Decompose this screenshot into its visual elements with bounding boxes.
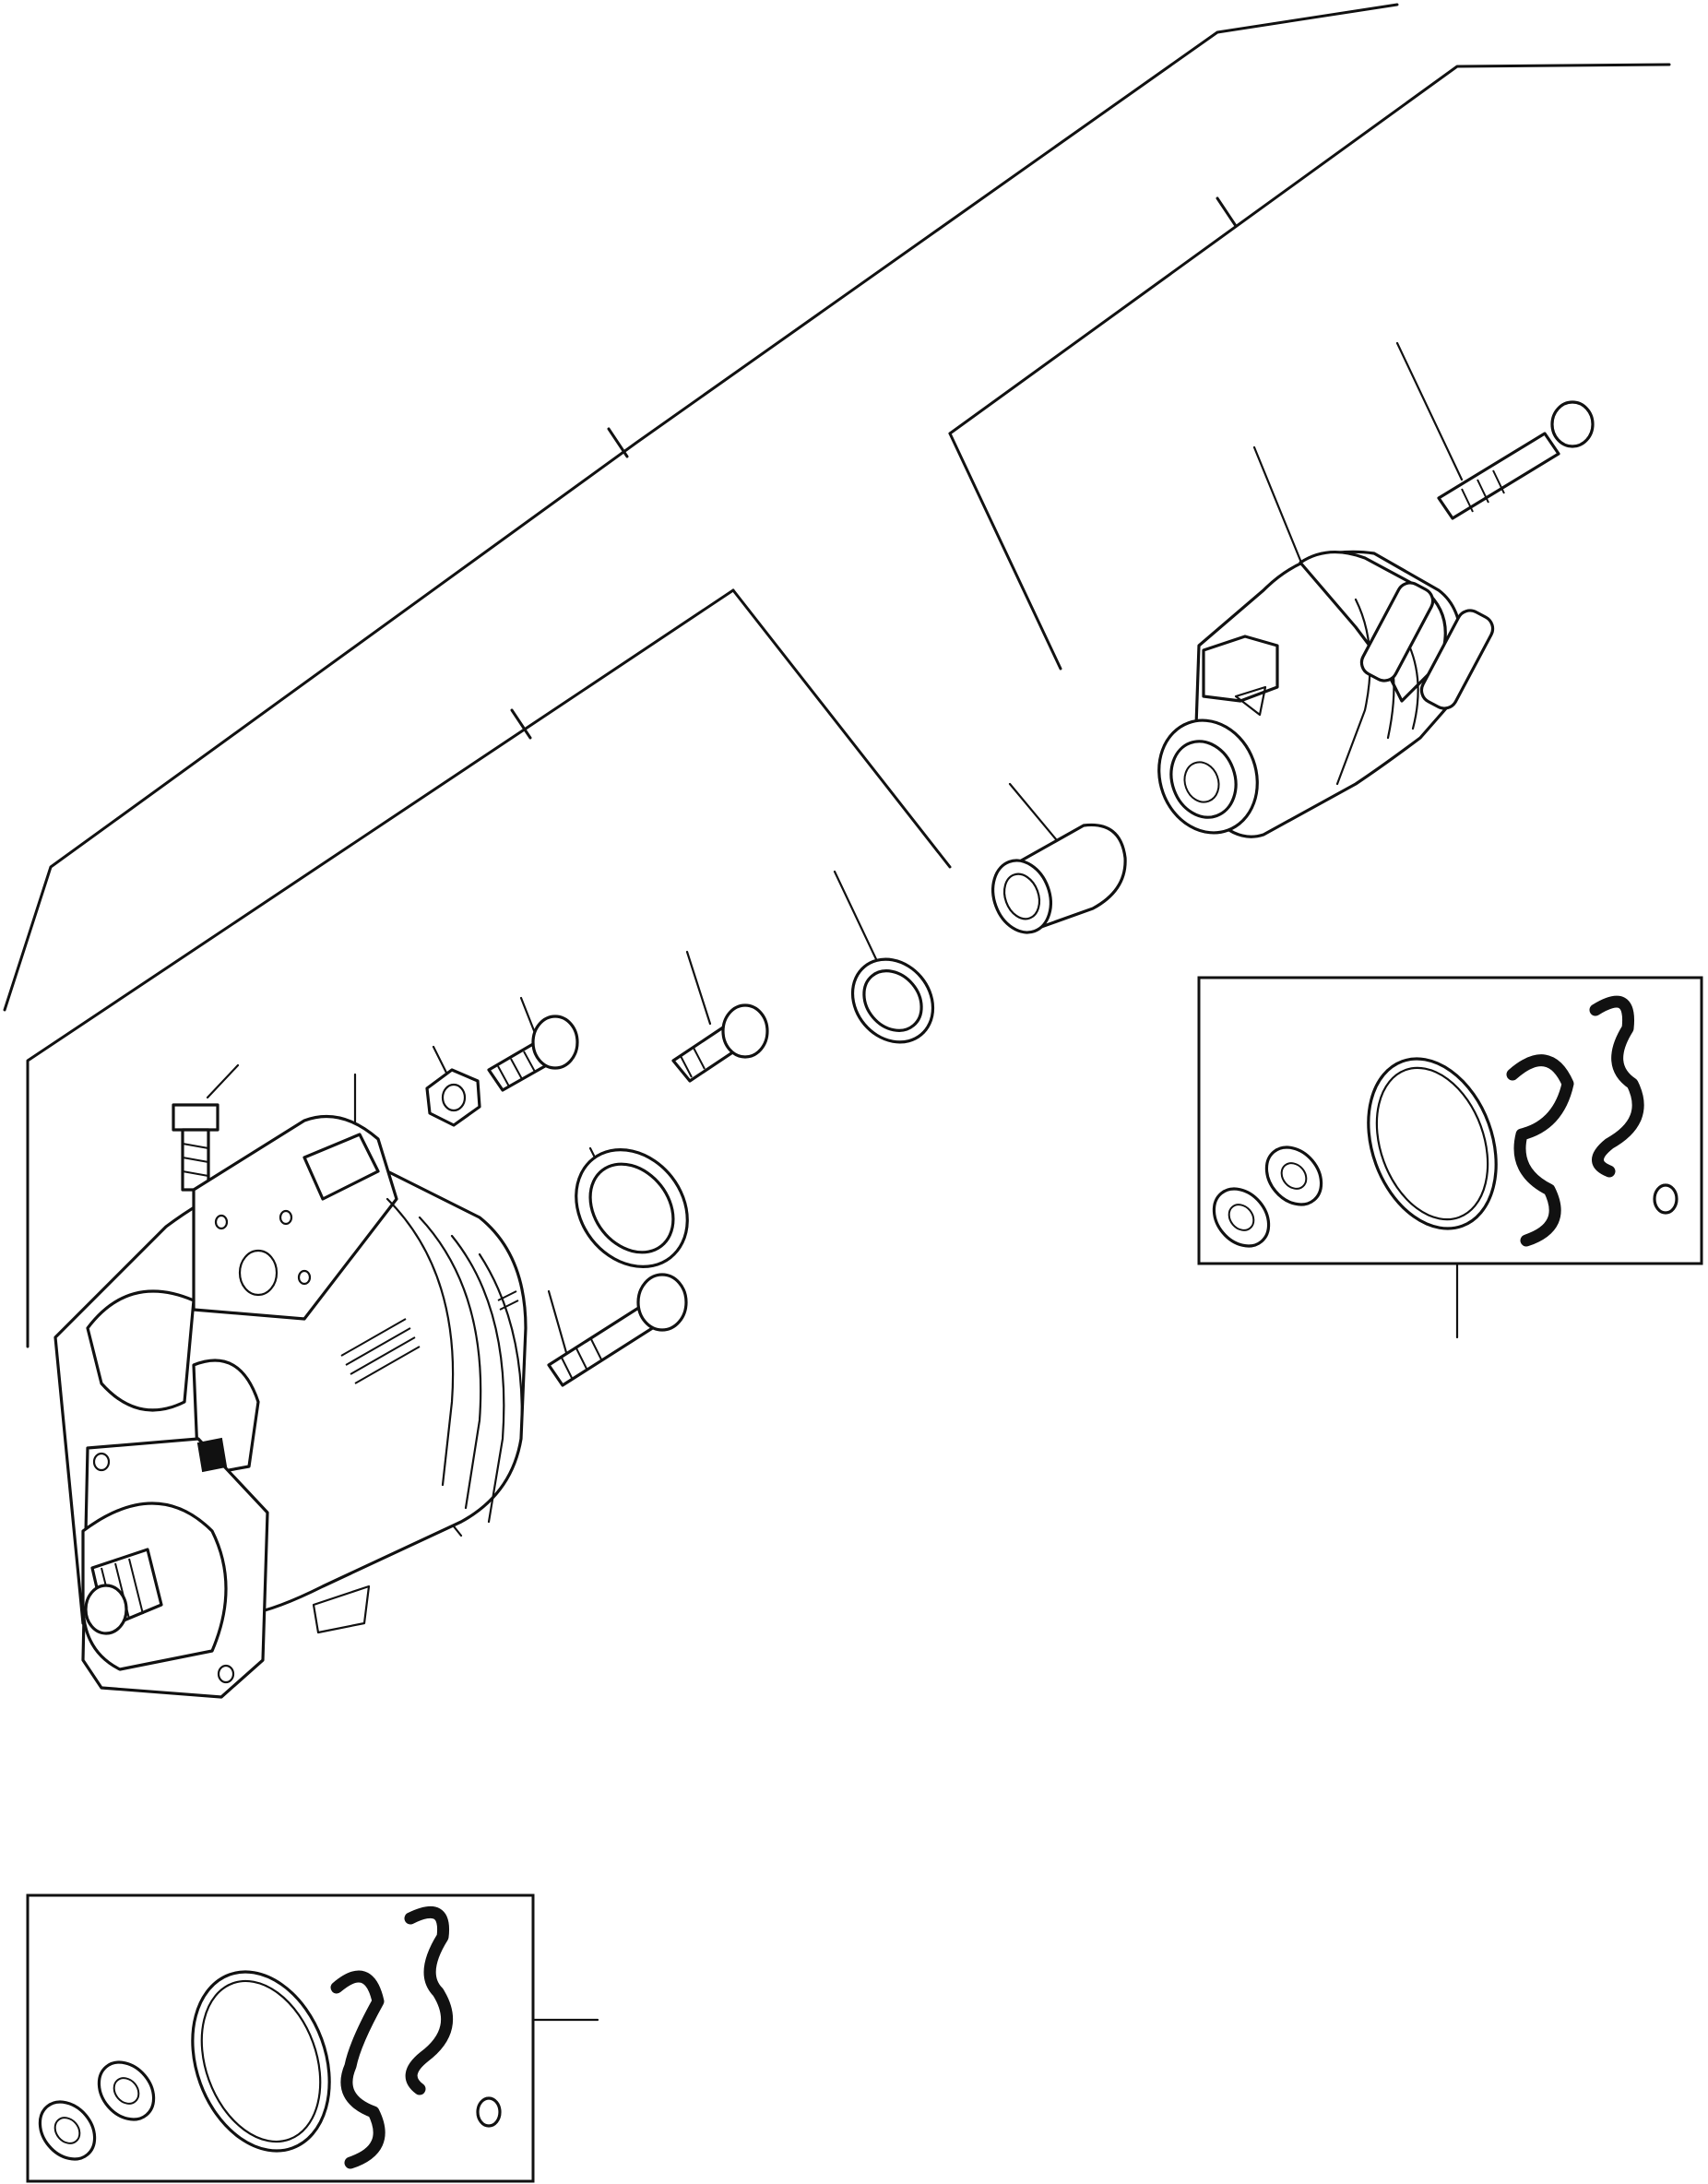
- large-o-ring: [575, 1148, 689, 1268]
- shoulder-bolt: [487, 1015, 579, 1092]
- small-o-ring: [850, 957, 935, 1044]
- seal-kit-rear-pump: [1197, 976, 1703, 1265]
- seal-kit-main-pump: [26, 1893, 535, 2183]
- short-cap-screw: [671, 1003, 769, 1083]
- main-pump-housing-assembly: [53, 1114, 528, 1699]
- long-cap-screw-upper: [1437, 400, 1595, 520]
- plug-bolt: [172, 1103, 219, 1192]
- coupling-sleeve: [991, 823, 1127, 934]
- hex-nut: [425, 1068, 481, 1127]
- rear-pump-section: [1157, 550, 1495, 838]
- long-cap-screw-lower: [547, 1273, 688, 1387]
